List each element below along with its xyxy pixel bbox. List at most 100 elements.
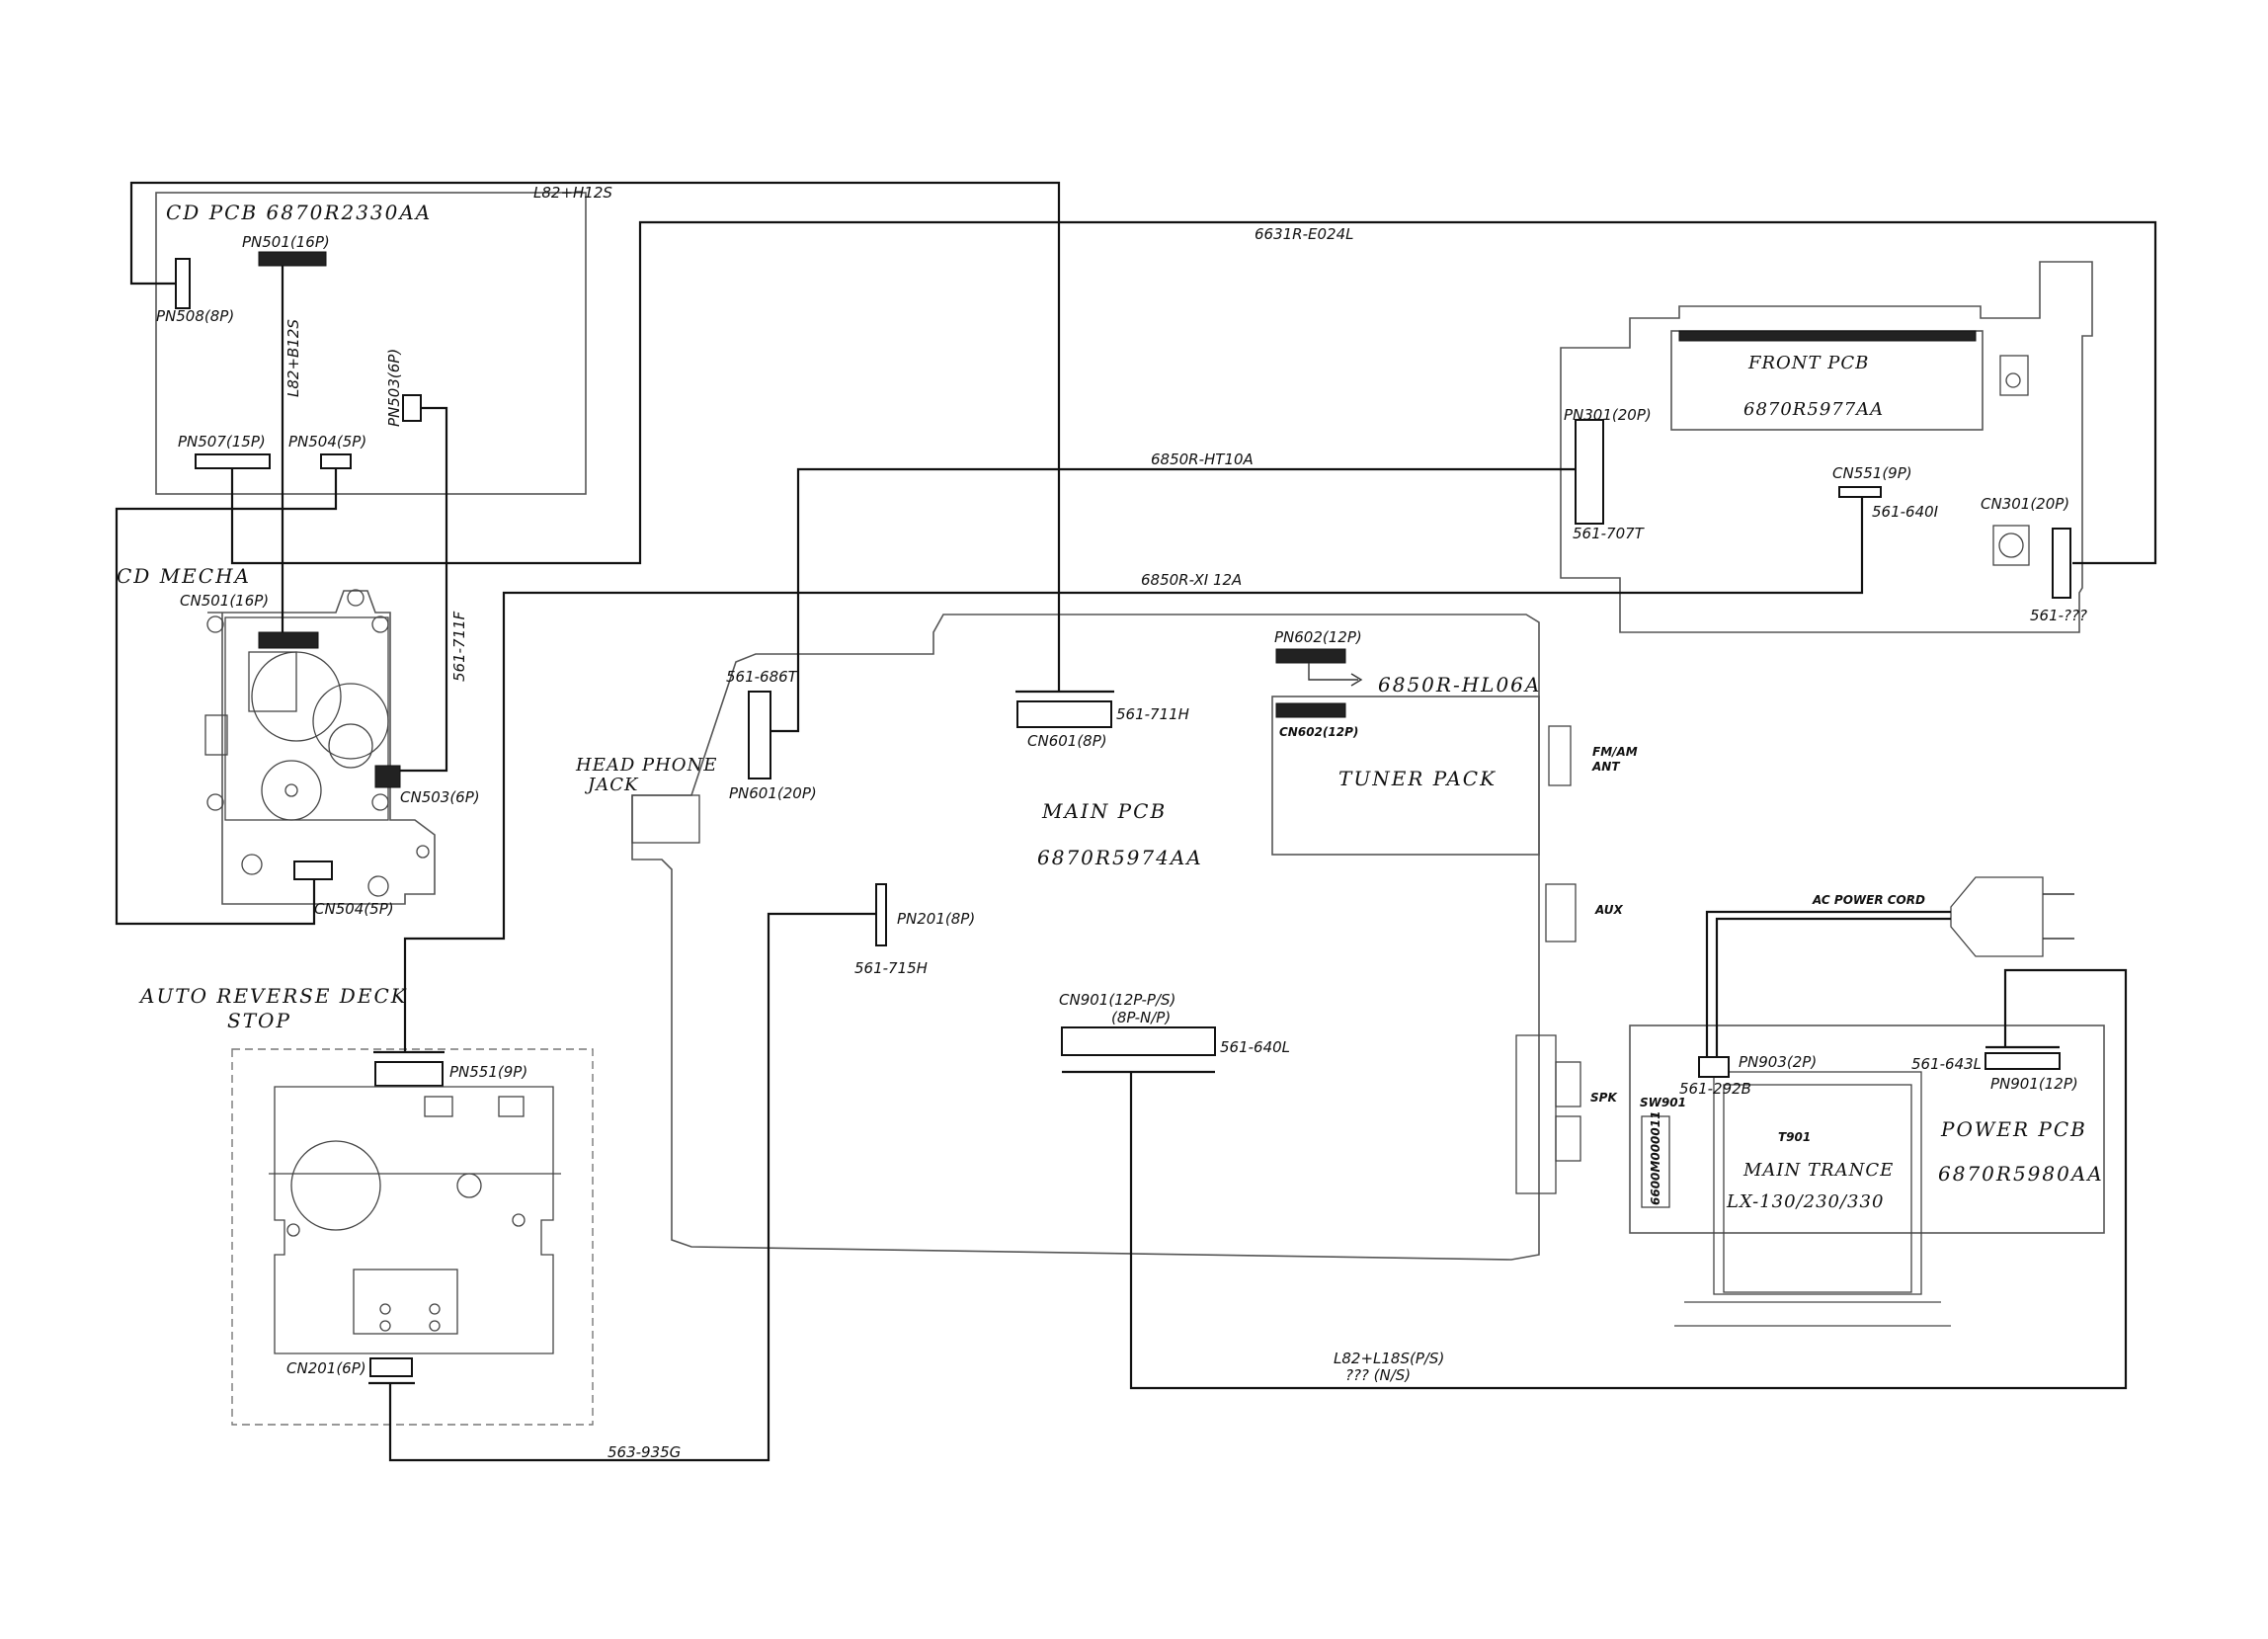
- pn551-label: PN551(9P): [449, 1063, 527, 1081]
- cd-mecha-title: CD MECHA: [117, 564, 251, 588]
- aux-label: AUX: [1594, 903, 1623, 917]
- wire-ac-cord: [1705, 910, 1951, 1057]
- l82-h12s-label: L82+H12S: [533, 184, 612, 202]
- front-display-connector: [1678, 330, 1977, 342]
- fm-am-jack: [1548, 725, 1572, 786]
- pn901-label: PN901(12P): [1990, 1075, 2078, 1093]
- wire-6850r-xi12a: 6850R-XI 12A: [403, 497, 1864, 1052]
- pn503-label: PN503(6P): [385, 349, 403, 427]
- power-pcb-name: POWER PCB: [1940, 1117, 2087, 1141]
- w711h-label: 561-711H: [1116, 705, 1189, 723]
- cn301-label: CN301(20P): [1981, 495, 2069, 513]
- w707t-label: 561-707T: [1573, 525, 1646, 542]
- wire-l82-l18s: L82+L18S(P/S) ??? (N/S): [1129, 968, 2128, 1390]
- cd-pcb-board: CD PCB 6870R2330AA PN501(16P) PN508(8P) …: [155, 192, 587, 495]
- wire-cd-pcb-to-mecha: 561-711F: [115, 266, 468, 926]
- wire-563-935g: 563-935G: [388, 912, 876, 1462]
- xi12a-label: 6850R-XI 12A: [1141, 571, 1242, 589]
- pn501-connector: [258, 251, 327, 267]
- pn201-label: PN201(8P): [897, 910, 975, 928]
- cn901-label-a: CN901(12P-P/S): [1059, 991, 1175, 1009]
- sw901-switch: [1641, 1115, 1670, 1208]
- cn201-label: CN201(6P): [286, 1359, 366, 1377]
- pn501-label: PN501(16P): [242, 233, 330, 251]
- cn201-connector: [369, 1357, 413, 1377]
- main-pcb-board: MAIN PCB 6870R5974AA 561-686T PN601(20P)…: [575, 614, 1638, 1261]
- cn504-connector: [293, 860, 333, 880]
- l18s-label-2: ??? (N/S): [1345, 1366, 1411, 1384]
- wire-6631r-e024l: 6631R-E024L: [230, 220, 2157, 565]
- w711f-label: 561-711F: [450, 611, 468, 682]
- pn507-label: PN507(15P): [178, 433, 266, 451]
- cn601-label: CN601(8P): [1027, 732, 1107, 750]
- cn503-label: CN503(6P): [400, 788, 480, 806]
- main-pcb-code: 6870R5974AA: [1037, 846, 1203, 869]
- cn551-label: CN551(9P): [1832, 464, 1912, 482]
- pn503-connector: [402, 394, 422, 422]
- power-pcb-board: T901 MAIN TRANCE LX-130/230/330 POWER PC…: [1629, 876, 2105, 1327]
- pn504-connector: [320, 453, 352, 469]
- front-pcb-code: 6870R5977AA: [1743, 399, 1884, 420]
- w686t-label: 561-686T: [726, 668, 799, 686]
- pn601-label: PN601(20P): [729, 784, 817, 802]
- cn601-connector: [1016, 700, 1112, 728]
- pn602-connector: [1275, 648, 1346, 664]
- cn301-connector: [2052, 528, 2071, 599]
- pn903-label: PN903(2P): [1739, 1053, 1817, 1071]
- pn504-label: PN504(5P): [288, 433, 366, 451]
- aux-jack: [1545, 883, 1577, 942]
- w935g-label: 563-935G: [608, 1443, 681, 1461]
- ac-plug: [1950, 876, 2044, 957]
- pn301-label: PN301(20P): [1564, 406, 1652, 424]
- fm-am-label-1: FM/AM: [1592, 745, 1638, 759]
- cn501-connector: [258, 631, 319, 649]
- cd-mecha: CD MECHA CN501(16P) CN503(6P) CN504(5P): [117, 564, 480, 918]
- pn508-connector: [175, 258, 191, 309]
- pn601-connector: [748, 691, 771, 779]
- headphone-label-2: JACK: [584, 775, 639, 795]
- tuner-pack-title: TUNER PACK: [1338, 767, 1497, 790]
- auto-reverse-deck: AUTO REVERSE DECK STOP PN551(9P) CN201(6…: [138, 984, 594, 1426]
- wire-l82-h12s: L82+H12S: [129, 181, 1061, 692]
- ac-cord-label: AC POWER CORD: [1812, 893, 1925, 907]
- w640i-label: 561-640I: [1872, 503, 1939, 521]
- cn901-label-b: (8P-N/P): [1111, 1009, 1171, 1026]
- hl06a-label: 6850R-HL06A: [1378, 673, 1541, 697]
- l82-b12s-label: L82+B12S: [284, 319, 302, 397]
- front-pcb-board: FRONT PCB 6870R5977AA PN301(20P) 561-707…: [1560, 261, 2093, 633]
- w-unk-label: 561-???: [2030, 607, 2087, 624]
- main-pcb-name: MAIN PCB: [1041, 799, 1167, 823]
- cd-pcb-title: CD PCB 6870R2330AA: [166, 201, 432, 224]
- sw901-label: SW901: [1640, 1096, 1686, 1109]
- headphone-label-1: HEAD PHONE: [575, 755, 717, 776]
- ht10a-label: 6850R-HT10A: [1151, 451, 1254, 468]
- sw901-code: 6600M000011: [1649, 1111, 1662, 1205]
- pn602-label: PN602(12P): [1274, 628, 1362, 646]
- pn901-connector: [1984, 1052, 2061, 1070]
- pn508-label: PN508(8P): [156, 307, 234, 325]
- cn901-connector: [1061, 1026, 1216, 1056]
- power-pcb-code: 6870R5980AA: [1938, 1162, 2104, 1186]
- pn903-connector: [1698, 1056, 1730, 1078]
- pn301-connector: [1575, 419, 1604, 525]
- e024l-label: 6631R-E024L: [1255, 225, 1353, 243]
- deck-title-2: STOP: [227, 1009, 291, 1032]
- w715h-label: 561-715H: [854, 959, 928, 977]
- t901-label: T901: [1778, 1130, 1811, 1144]
- spk-label: SPK: [1590, 1091, 1618, 1105]
- spk-terminal: [1515, 1034, 1557, 1194]
- deck-title-1: AUTO REVERSE DECK: [138, 984, 408, 1008]
- cn602-connector: [1275, 702, 1346, 718]
- wire-6850r-ht10a: 6850R-HT10A: [770, 451, 1576, 733]
- w292b-label: 561-292B: [1679, 1080, 1751, 1098]
- pn201-connector: [875, 883, 887, 946]
- main-trance-label: MAIN TRANCE: [1742, 1160, 1894, 1181]
- pn507-connector: [195, 453, 271, 469]
- cn504-label: CN504(5P): [314, 900, 394, 918]
- wire-pn602-arrow: [1308, 663, 1363, 687]
- pn551-deck-connector: [374, 1061, 444, 1087]
- front-pcb-name: FRONT PCB: [1747, 353, 1869, 373]
- cn602-label: CN602(12P): [1279, 725, 1358, 739]
- w640l-label: 561-640L: [1220, 1038, 1290, 1056]
